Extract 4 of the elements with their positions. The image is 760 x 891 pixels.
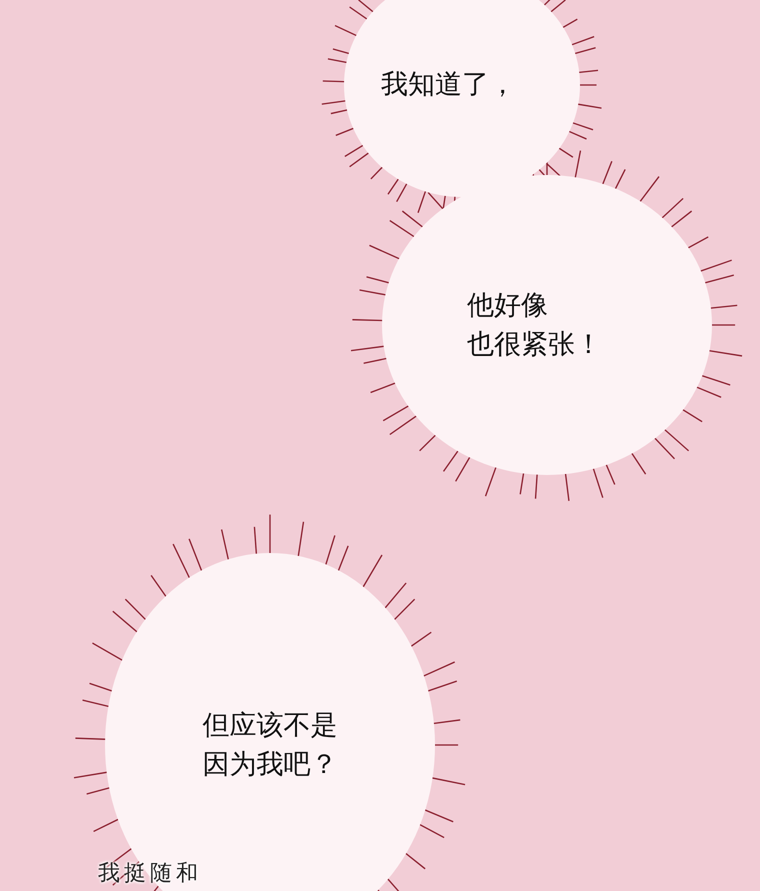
speech-text: 但应该不是因为我吧？ bbox=[202, 708, 338, 782]
speech-text: 我知道了， bbox=[381, 68, 517, 102]
speech-text: 他好像也很紧张！ bbox=[467, 288, 602, 362]
handwritten-note: 我挺随和 bbox=[98, 860, 202, 888]
